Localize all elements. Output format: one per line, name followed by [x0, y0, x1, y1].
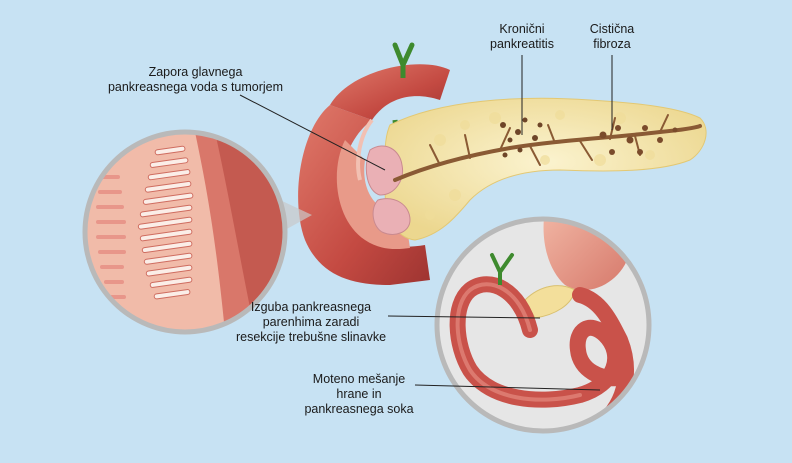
label-cystic-fibrosis: Cistična fibroza — [589, 22, 635, 51]
leader-lines — [239, 55, 613, 391]
label-parenchyma-loss: Izguba pankreasnega parenhima zaradi res… — [235, 300, 387, 344]
resection-zoom-circle — [434, 216, 652, 434]
pancreatic-duct — [393, 114, 702, 182]
label-impaired-mixing: Moteno mešanje hrane in pankreasnega sok… — [304, 372, 414, 416]
label-tumor-duct-obstruction: Zapora glavnega pankreasnega voda s tumo… — [107, 65, 284, 94]
villi-zoom-circle — [82, 129, 288, 335]
label-chronic-pancreatitis: Kronični pankreatitis — [490, 22, 554, 51]
zoom-connector — [280, 200, 312, 230]
cystic-fibrosis-cysts — [599, 125, 678, 155]
chronic-pancreatitis-calcifications — [500, 117, 543, 158]
